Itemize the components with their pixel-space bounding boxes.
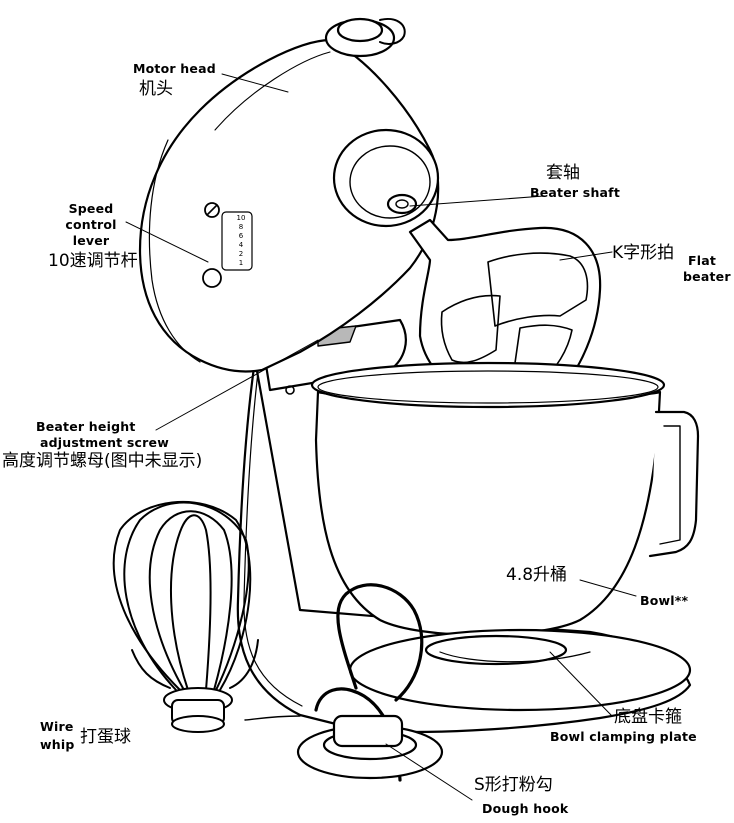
motor-head-label-zh: 机头: [139, 79, 173, 99]
clamping-plate-label-en: Bowl clamping plate: [550, 729, 697, 744]
bowl-label-en: Bowl**: [640, 593, 689, 608]
height-screw-label-en-2: adjustment screw: [40, 435, 169, 450]
beater-shaft-label-zh: 套轴: [546, 163, 580, 183]
speed-lever-label-en-3: lever: [72, 233, 110, 248]
speed-dial-mark: 2: [238, 250, 244, 258]
speed-dial-mark: 6: [238, 232, 244, 240]
flat-beater-label-zh: K字形拍: [612, 243, 675, 263]
motor-head: [138, 17, 440, 373]
speed-dial-mark: 8: [238, 223, 244, 231]
speed-dial-mark: 4: [238, 241, 244, 249]
dough-hook: [296, 583, 444, 782]
flat-beater-label-en-1: Flat: [688, 253, 717, 268]
front-hub: [332, 128, 440, 228]
dough-hook-label-zh: S形打粉勾: [474, 775, 553, 795]
motor-head-label-en: Motor head: [133, 61, 216, 76]
speed-dial-mark: 10: [236, 214, 246, 222]
beater-shaft-label-en: Beater shaft: [530, 185, 620, 200]
bowl-label-zh: 4.8升桶: [506, 565, 568, 585]
speed-lever-label-en-1: Speed: [68, 201, 114, 216]
wire-whip-label-en-2: whip: [40, 737, 75, 752]
leader-lines: [125, 73, 637, 801]
clamping-plate-label-zh: 底盘卡箍: [614, 707, 682, 727]
flat-beater-label-en-2: beater: [683, 269, 731, 284]
speed-dial-mark: 1: [238, 259, 244, 267]
speed-lever-label-zh: 10速调节杆: [48, 251, 138, 271]
wire-whip: [112, 500, 259, 733]
bowl: [310, 361, 700, 712]
height-screw-label-zh: 高度调节螺母(图中未显示): [2, 451, 203, 471]
height-screw-label-en-1: Beater height: [36, 419, 136, 434]
wire-whip-label-zh: 打蛋球: [80, 727, 131, 747]
dough-hook-label-en: Dough hook: [482, 801, 569, 816]
speed-lever-label-en-2: control: [65, 217, 117, 232]
wire-whip-label-en-1: Wire: [40, 719, 74, 734]
